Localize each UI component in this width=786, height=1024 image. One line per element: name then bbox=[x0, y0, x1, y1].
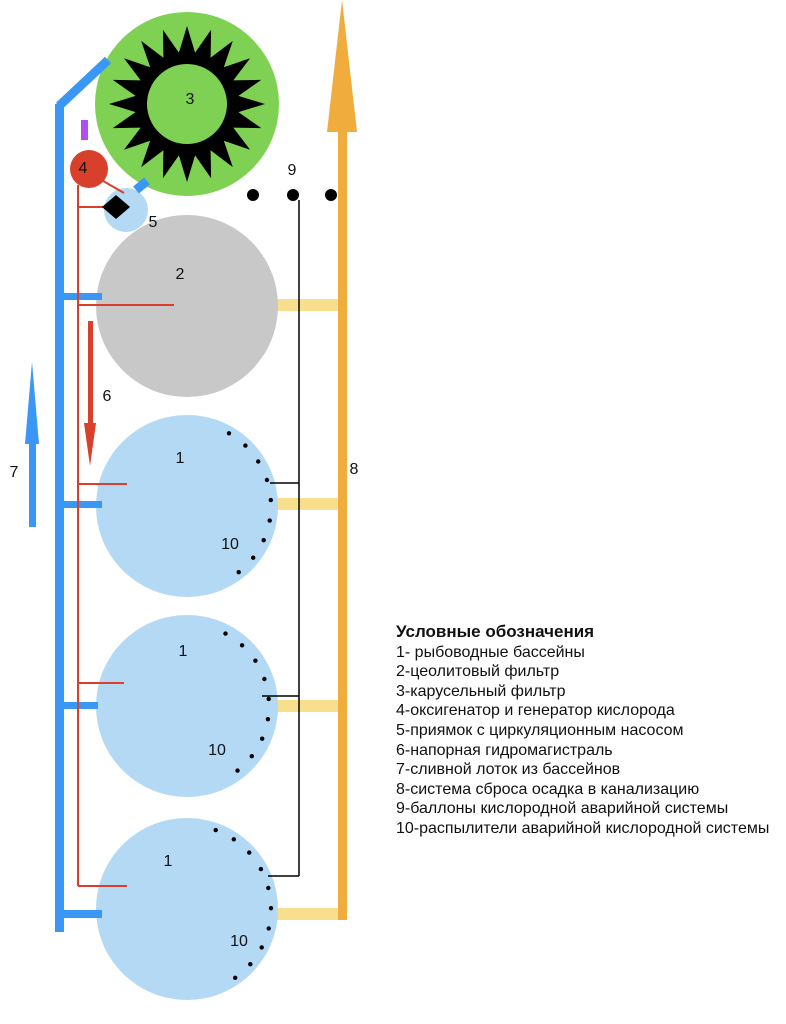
sprayer-dot bbox=[231, 837, 236, 842]
carousel-filter: 3 bbox=[95, 12, 279, 196]
legend-title: Условные обозначения bbox=[396, 622, 595, 641]
oxygenator bbox=[70, 150, 108, 188]
label-sprayers-2: 10 bbox=[208, 742, 226, 759]
legend-item: 5-приямок с циркуляционным насосом bbox=[396, 721, 684, 739]
label-pool-3: 1 bbox=[164, 853, 173, 870]
pressure-flow-arrow-shaft bbox=[88, 321, 93, 425]
fish-pool-2 bbox=[96, 615, 278, 797]
sprayer-dot bbox=[213, 827, 218, 833]
label-sludge-system: 8 bbox=[350, 461, 359, 478]
sprayer-dot bbox=[243, 443, 248, 448]
label-sprayers-3: 10 bbox=[230, 933, 248, 950]
drain-branch-zeolite bbox=[64, 293, 102, 300]
sprayer-dot bbox=[223, 631, 228, 636]
label-pressure-line: 6 bbox=[103, 388, 112, 405]
sprayer-dot bbox=[236, 570, 241, 575]
legend-item: 1- рыбоводные бассейны bbox=[396, 643, 585, 661]
legend-item: 7-сливной лоток из бассейнов bbox=[396, 761, 621, 779]
label-zeolite-filter: 2 bbox=[176, 266, 185, 283]
drain-trough-main bbox=[55, 104, 64, 932]
zeolite-filter: 2 bbox=[96, 215, 278, 397]
drain-trough bbox=[25, 56, 112, 932]
label-oxygenator: 4 bbox=[79, 160, 88, 177]
legend-item: 3-карусельный фильтр bbox=[396, 682, 566, 700]
legend-item: 10-распылители аварийной кислородной сис… bbox=[396, 819, 770, 837]
pressure-line bbox=[77, 173, 174, 887]
carousel-filter-core bbox=[147, 64, 227, 144]
sprayer-dot bbox=[256, 459, 261, 464]
legend-item: 2-цеолитовый фильтр bbox=[396, 663, 560, 681]
drain-branch-pool-1 bbox=[64, 501, 102, 508]
drain-flow-arrow-shaft bbox=[29, 440, 36, 527]
legend-item: 6-напорная гидромагистраль bbox=[396, 741, 613, 759]
label-pool-2: 1 bbox=[179, 643, 188, 660]
sprayer-dot bbox=[259, 945, 264, 950]
sprayer-dot bbox=[233, 975, 238, 980]
sprayer-dot bbox=[268, 497, 273, 503]
sprayer-dot bbox=[226, 431, 232, 436]
label-carousel-filter: 3 bbox=[186, 91, 195, 108]
legend-item: 8-система сброса осадка в канализацию bbox=[396, 780, 700, 798]
sprayer-dot bbox=[267, 518, 272, 523]
legend-item: 4-оксигенатор и генератор кислорода bbox=[396, 702, 675, 720]
oxygen-cylinders bbox=[247, 189, 337, 201]
sludge-outflow-arrow bbox=[327, 0, 357, 132]
sprayer-dot bbox=[248, 962, 253, 967]
emergency-oxygen-line bbox=[262, 200, 300, 877]
sprayer-dot bbox=[239, 643, 245, 648]
legend: Условные обозначения 1- рыбоводные бассе… bbox=[396, 622, 776, 839]
fish-pool-1 bbox=[96, 415, 278, 597]
circulation-pump bbox=[102, 195, 130, 219]
sprayer-dot bbox=[253, 658, 258, 663]
sprayer-dot bbox=[247, 850, 252, 855]
label-oxygen-cylinders: 9 bbox=[288, 162, 297, 179]
label-pool-1: 1 bbox=[176, 450, 185, 467]
sprayer-dot bbox=[235, 768, 240, 773]
drain-flow-arrow-head bbox=[25, 362, 39, 444]
label-drain-trough: 7 bbox=[10, 464, 19, 481]
drain-branch-pool-2 bbox=[64, 702, 98, 709]
emergency-sprayers bbox=[213, 431, 274, 980]
pressure-flow-arrow-head bbox=[84, 423, 96, 466]
sludge-main-pipe bbox=[338, 128, 347, 920]
label-sprayers-1: 10 bbox=[221, 536, 239, 553]
sprayer-dot bbox=[251, 555, 256, 560]
sprayer-dot bbox=[266, 696, 271, 702]
fish-pool-3 bbox=[96, 818, 278, 1000]
sprayer-dot bbox=[265, 717, 271, 722]
sprayer-dot bbox=[266, 885, 271, 891]
drain-branch-pool-3 bbox=[64, 910, 102, 918]
sprayer-dot bbox=[249, 754, 254, 759]
sprayer-dot bbox=[261, 538, 266, 543]
sprayer-dot bbox=[268, 906, 274, 911]
oxygen-valve bbox=[81, 120, 88, 140]
sprayer-dot bbox=[258, 866, 264, 872]
sprayer-dot bbox=[266, 926, 271, 931]
sprayer-dot bbox=[260, 736, 265, 741]
label-sump: 5 bbox=[149, 214, 158, 231]
pump-outlet bbox=[133, 177, 150, 194]
sprayer-dot bbox=[262, 676, 267, 682]
drain-trough-top-bend bbox=[55, 56, 112, 110]
sprayer-dot bbox=[264, 477, 270, 483]
legend-item: 9-баллоны кислородной аварийной системы bbox=[396, 800, 729, 818]
